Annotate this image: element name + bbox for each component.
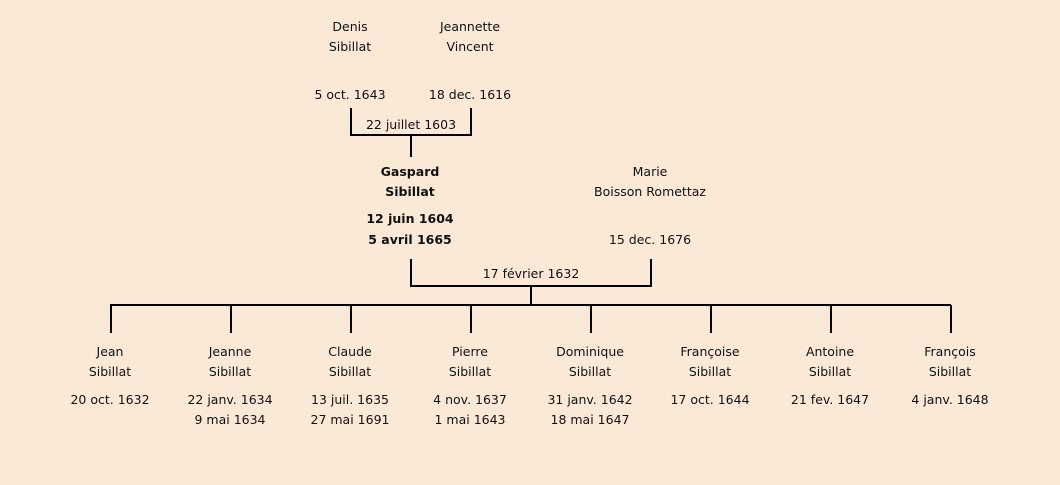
last-name: Sibillat <box>688 364 732 379</box>
first-name: Claude <box>328 344 372 359</box>
last-name: Sibillat <box>88 364 132 379</box>
first-name: Gaspard <box>380 164 440 179</box>
children-drops <box>110 305 952 333</box>
first-name: Pierre <box>452 344 488 359</box>
last-name: Boisson Romettaz <box>594 184 706 199</box>
birth-date: 13 juil. 1635 <box>311 392 389 407</box>
last-name: Sibillat <box>568 364 612 379</box>
date: 18 dec. 1616 <box>428 87 512 102</box>
death-date: 1 mai 1643 <box>434 412 506 427</box>
birth-date: 20 oct. 1632 <box>70 392 150 407</box>
first-name: Jean <box>96 344 124 359</box>
last-name: Sibillat <box>808 364 852 379</box>
parents-bracket <box>410 259 652 305</box>
date: 15 dec. 1676 <box>608 232 692 247</box>
last-name: Sibillat <box>928 364 972 379</box>
last-name: Sibillat <box>328 364 372 379</box>
first-name: Marie <box>632 164 668 179</box>
grandparents-marriage-date: 22 juillet 1603 <box>365 117 457 132</box>
birth-date: 22 janv. 1634 <box>187 392 273 407</box>
last-name: Sibillat <box>448 364 492 379</box>
last-name: Sibillat <box>328 39 372 54</box>
birth-date: 17 oct. 1644 <box>670 392 750 407</box>
first-name: Dominique <box>556 344 624 359</box>
date: 5 oct. 1643 <box>314 87 386 102</box>
birth-date: 21 fev. 1647 <box>790 392 870 407</box>
last-name: Sibillat <box>385 184 435 199</box>
first-name: Denis <box>332 19 368 34</box>
first-name: François <box>924 344 976 359</box>
first-name: Jeannette <box>439 19 501 34</box>
birth-date: 31 janv. 1642 <box>547 392 633 407</box>
first-name: Antoine <box>805 344 855 359</box>
last-name: Vincent <box>446 39 494 54</box>
death-date: 27 mai 1691 <box>310 412 390 427</box>
death-date: 9 mai 1634 <box>194 412 266 427</box>
death-date: 18 mai 1647 <box>550 412 630 427</box>
birth-date: 4 nov. 1637 <box>433 392 507 407</box>
death-date: 5 avril 1665 <box>368 232 452 247</box>
parents-marriage-date: 17 février 1632 <box>482 266 580 281</box>
birth-date: 4 janv. 1648 <box>911 392 989 407</box>
last-name: Sibillat <box>208 364 252 379</box>
first-name: Jeanne <box>208 344 252 359</box>
birth-date: 12 juin 1604 <box>366 211 454 226</box>
grandparents-bracket <box>350 108 472 157</box>
first-name: Françoise <box>680 344 740 359</box>
